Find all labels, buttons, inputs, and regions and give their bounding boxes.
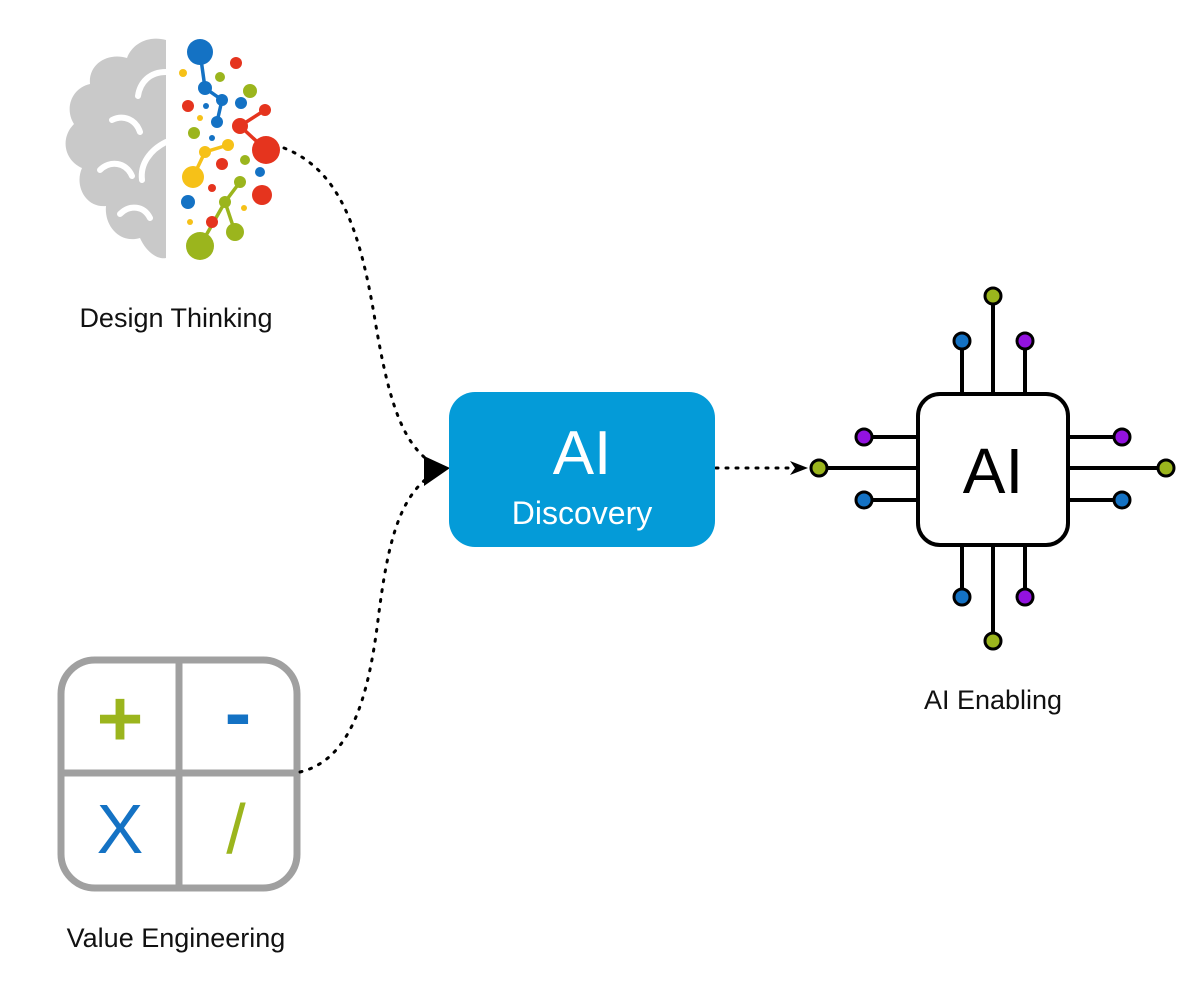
brain-icon [65, 38, 280, 260]
plus-symbol: + [97, 674, 144, 763]
ai-chip-text: AI [963, 435, 1023, 507]
arrowhead-enabling [790, 461, 808, 475]
edge-design-to-discovery [282, 146, 442, 470]
ai-enabling-label: AI Enabling [923, 685, 1063, 715]
ai-discovery-subtitle: Discovery [512, 495, 652, 531]
edge-value-to-discovery [298, 468, 442, 774]
minus-symbol: - [225, 668, 252, 757]
value-engineering-label: Value Engineering [66, 923, 286, 953]
divide-symbol: / [226, 790, 246, 868]
ai-discovery-title: AI [553, 419, 612, 488]
ai-chip-icon: AI [809, 286, 1176, 651]
design-thinking-label: Design Thinking [79, 303, 273, 333]
operations-grid-icon: + - X / [57, 656, 301, 892]
arrowhead-discovery [424, 456, 450, 486]
brain-network-dots [179, 39, 280, 260]
brain-left-hemisphere [65, 38, 166, 259]
ai-discovery-node: AI Discovery [449, 392, 715, 547]
times-symbol: X [97, 790, 144, 868]
